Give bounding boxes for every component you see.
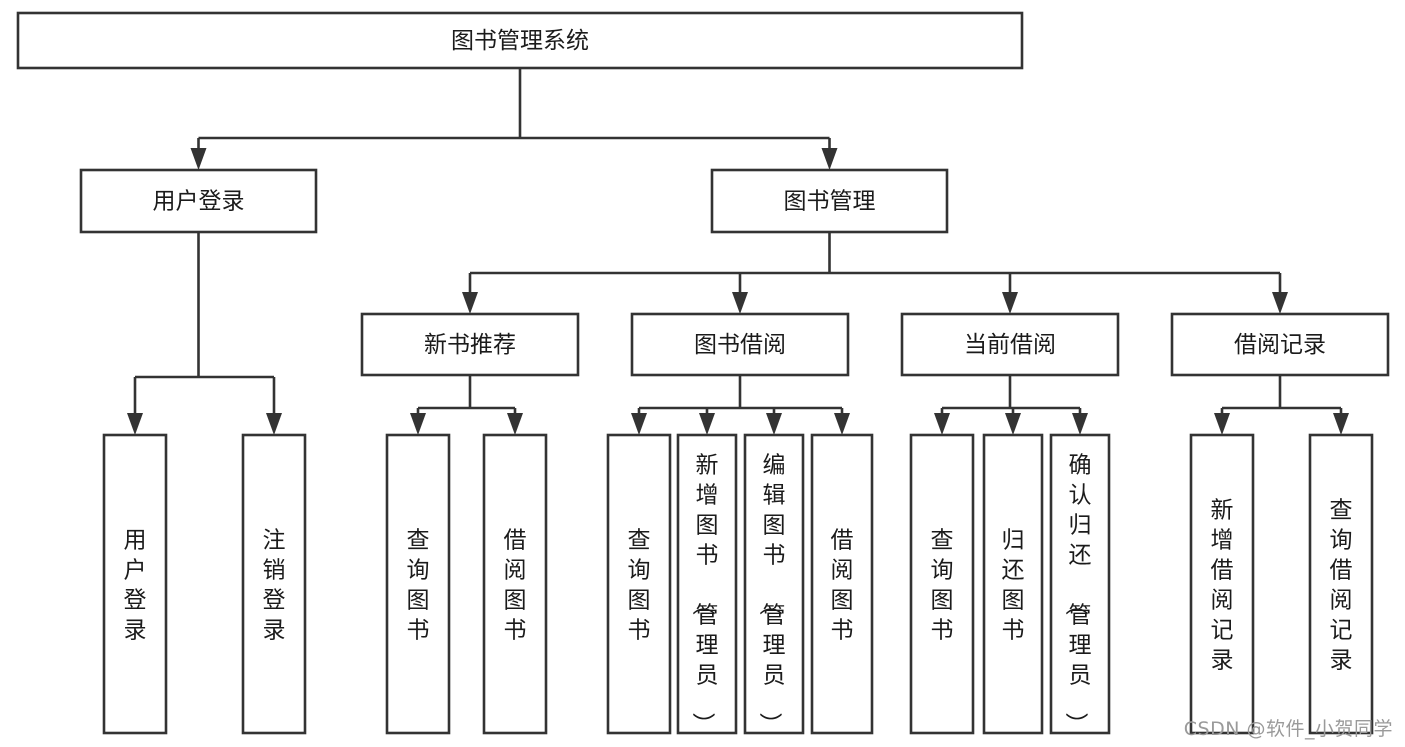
node-label-current-borrow: 当前借阅 (964, 332, 1056, 358)
arrow-head-icon (766, 413, 782, 435)
arrow-head-icon (462, 292, 478, 314)
node-label-leaf-add-record: 新增借阅记录 (1211, 497, 1234, 673)
arrow-head-icon (507, 413, 523, 435)
node-box-user-login[interactable] (79, 168, 318, 234)
node-box-leaf-query-book-3[interactable] (909, 433, 975, 735)
node-label-leaf-query-record: 查询借阅记录 (1330, 497, 1353, 673)
arrow-head-icon (934, 413, 950, 435)
arrow-head-icon (190, 148, 207, 170)
node-box-leaf-logout[interactable] (241, 433, 307, 735)
node-label-new-book-recommend: 新书推荐 (424, 332, 516, 358)
node-leaf-query-book-3[interactable]: 查询图书 (909, 433, 975, 735)
node-label-leaf-query-book-1: 查询图书 (407, 527, 430, 643)
node-box-leaf-query-book-1[interactable] (385, 433, 451, 735)
connector-group-user-login (127, 232, 282, 435)
arrow-head-icon (732, 292, 748, 314)
arrow-head-icon (410, 413, 426, 435)
node-book-manage[interactable]: 图书管理 (710, 168, 949, 234)
node-label-leaf-logout: 注销登录 (263, 527, 286, 643)
arrow-head-icon (1333, 413, 1349, 435)
node-box-book-manage[interactable] (710, 168, 949, 234)
arrow-head-icon (1214, 413, 1230, 435)
node-leaf-logout[interactable]: 注销登录 (241, 433, 307, 735)
node-box-leaf-edit-book[interactable] (743, 433, 805, 735)
arrow-head-icon (821, 148, 838, 170)
node-box-book-borrow[interactable] (630, 312, 850, 377)
node-leaf-query-record[interactable]: 查询借阅记录 (1308, 433, 1374, 735)
node-label-book-borrow: 图书借阅 (694, 332, 786, 358)
connector-layer (127, 68, 1349, 435)
node-leaf-query-book-1[interactable]: 查询图书 (385, 433, 451, 735)
node-box-leaf-query-book-2[interactable] (606, 433, 672, 735)
node-borrow-record[interactable]: 借阅记录 (1170, 312, 1390, 377)
node-leaf-add-record[interactable]: 新增借阅记录 (1189, 433, 1255, 735)
node-box-leaf-user-login[interactable] (102, 433, 168, 735)
node-root[interactable]: 图书管理系统 (16, 11, 1024, 70)
connector-group-book-manage (462, 232, 1288, 314)
connector-group-new-book-recommend (410, 375, 523, 435)
node-box-leaf-borrow-book-1[interactable] (482, 433, 548, 735)
node-box-leaf-add-book[interactable] (676, 433, 738, 735)
node-label-leaf-query-book-2: 查询图书 (628, 527, 651, 643)
node-box-leaf-confirm-return[interactable] (1049, 433, 1111, 735)
node-box-current-borrow[interactable] (900, 312, 1120, 377)
node-leaf-borrow-book-2[interactable]: 借阅图书 (810, 433, 874, 735)
node-leaf-edit-book[interactable]: 编辑图书（管理员） (743, 433, 805, 735)
node-box-leaf-add-record[interactable] (1189, 433, 1255, 735)
node-label-leaf-borrow-book-1: 借阅图书 (504, 527, 527, 643)
node-leaf-borrow-book-1[interactable]: 借阅图书 (482, 433, 548, 735)
node-box-borrow-record[interactable] (1170, 312, 1390, 377)
node-label-leaf-confirm-return: 确认归还（管理员） (1063, 452, 1092, 735)
node-label-root: 图书管理系统 (451, 28, 589, 54)
connector-group-current-borrow (934, 375, 1088, 435)
node-new-book-recommend[interactable]: 新书推荐 (360, 312, 580, 377)
node-label-leaf-user-login: 用户登录 (124, 527, 147, 643)
arrow-head-icon (266, 413, 282, 435)
arrow-head-icon (127, 413, 143, 435)
node-leaf-return-book[interactable]: 归还图书 (982, 433, 1044, 735)
arrow-head-icon (699, 413, 715, 435)
node-label-book-manage: 图书管理 (784, 189, 876, 215)
node-label-leaf-query-book-3: 查询图书 (931, 527, 954, 643)
node-box-new-book-recommend[interactable] (360, 312, 580, 377)
node-layer: 图书管理系统用户登录图书管理新书推荐图书借阅当前借阅借阅记录用户登录注销登录查询… (16, 11, 1390, 735)
node-box-leaf-return-book[interactable] (982, 433, 1044, 735)
node-label-leaf-borrow-book-2: 借阅图书 (831, 527, 854, 643)
node-label-borrow-record: 借阅记录 (1234, 332, 1326, 358)
node-book-borrow[interactable]: 图书借阅 (630, 312, 850, 377)
node-leaf-query-book-2[interactable]: 查询图书 (606, 433, 672, 735)
arrow-head-icon (1002, 292, 1018, 314)
connector-group-book-borrow (631, 375, 850, 435)
node-current-borrow[interactable]: 当前借阅 (900, 312, 1120, 377)
node-label-leaf-add-book: 新增图书（管理员） (690, 452, 719, 735)
node-label-leaf-edit-book: 编辑图书（管理员） (757, 452, 786, 735)
connector-group-borrow-record (1214, 375, 1349, 435)
node-label-user-login: 用户登录 (153, 189, 245, 215)
arrow-head-icon (1072, 413, 1088, 435)
node-box-leaf-borrow-book-2[interactable] (810, 433, 874, 735)
connector-group-root (190, 68, 838, 170)
arrow-head-icon (834, 413, 850, 435)
node-box-root[interactable] (16, 11, 1024, 70)
node-box-leaf-query-record[interactable] (1308, 433, 1374, 735)
node-user-login[interactable]: 用户登录 (79, 168, 318, 234)
arrow-head-icon (631, 413, 647, 435)
node-leaf-confirm-return[interactable]: 确认归还（管理员） (1049, 433, 1111, 735)
arrow-head-icon (1005, 413, 1021, 435)
watermark-label: CSDN @软件_小贺同学 (1183, 718, 1393, 740)
node-leaf-add-book[interactable]: 新增图书（管理员） (676, 433, 738, 735)
node-label-leaf-return-book: 归还图书 (1002, 527, 1025, 643)
node-leaf-user-login[interactable]: 用户登录 (102, 433, 168, 735)
arrow-head-icon (1272, 292, 1288, 314)
